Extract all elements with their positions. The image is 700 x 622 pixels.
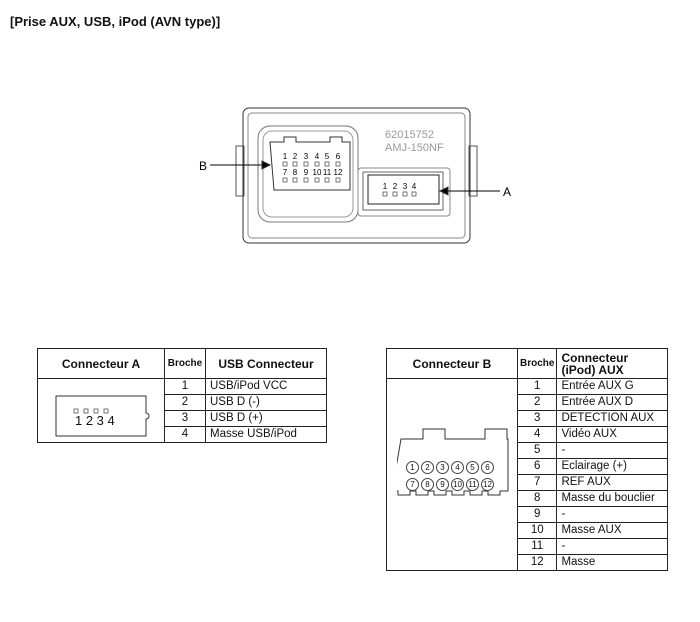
pin-a: 3 <box>403 182 408 191</box>
pin-number: 12 <box>516 554 558 571</box>
model-number: AMJ-150NF <box>385 142 444 154</box>
pin-circle: 12 <box>481 477 494 491</box>
connector-a-drawing: 1 2 3 4 <box>37 378 165 443</box>
part-number: 62015752 <box>385 129 434 141</box>
pin-description: Entrée AUX G <box>556 378 668 395</box>
header-connecteur-ipod-aux: Connecteur (iPod) AUX <box>556 348 668 379</box>
pin-number: 9 <box>516 506 558 523</box>
pin-b: 3 <box>304 152 309 161</box>
header-broche: Broche <box>516 348 558 379</box>
header-usb-connecteur: USB Connecteur <box>205 348 327 379</box>
pin-circle: 1 <box>406 460 419 474</box>
pin-description: Masse <box>556 554 668 571</box>
pin-number: 2 <box>164 394 206 411</box>
header-connecteur-a: Connecteur A <box>37 348 165 379</box>
pin-b: 4 <box>315 152 320 161</box>
pin-number: 8 <box>516 490 558 507</box>
connector-b-table: Connecteur B Broche Connecteur (iPod) AU… <box>386 348 668 571</box>
pin-description: - <box>556 538 668 555</box>
pin-b: 9 <box>304 168 309 177</box>
pin-a: 1 <box>383 182 388 191</box>
pin-a: 2 <box>393 182 398 191</box>
pin-description: - <box>556 442 668 459</box>
pin-b: 2 <box>293 152 298 161</box>
table-row: 11- <box>387 538 668 555</box>
pin-number: 10 <box>516 522 558 539</box>
pin-description: Masse du bouclier <box>556 490 668 507</box>
pin-description: REF AUX <box>556 474 668 491</box>
pin-b: 1 <box>283 152 288 161</box>
pin-number: 7 <box>516 474 558 491</box>
pin-b: 6 <box>336 152 341 161</box>
pin-circle: 8 <box>421 477 434 491</box>
pin-circle: 7 <box>406 477 419 491</box>
pin-description: DETECTION AUX <box>556 410 668 427</box>
pin-description: Vidéo AUX <box>556 426 668 443</box>
pin-description: Entrée AUX D <box>556 394 668 411</box>
pin-circle: 2 <box>421 460 434 474</box>
pin-circle: 4 <box>451 460 464 474</box>
pin-number: 2 <box>516 394 558 411</box>
pin-b: 12 <box>334 168 343 177</box>
header-connecteur-b: Connecteur B <box>386 348 518 379</box>
page-title: [Prise AUX, USB, iPod (AVN type)] <box>10 14 221 29</box>
pin-description: Eclairage (+) <box>556 458 668 475</box>
pin-circle: 5 <box>466 460 479 474</box>
pin-circle: 3 <box>436 460 449 474</box>
pin-b: 5 <box>325 152 330 161</box>
pin-b: 8 <box>293 168 298 177</box>
pin-number: 3 <box>164 410 206 427</box>
connector-diagram: 62015752 AMJ-150NF B A 1 2 3 4 5 6 7 8 9… <box>199 107 511 244</box>
pin-number: 1 <box>164 378 206 395</box>
pin-circle: 11 <box>466 477 479 491</box>
pin-number: 1 <box>516 378 558 395</box>
pin-b: 10 <box>313 168 322 177</box>
connector-a-table: Connecteur A Broche USB Connecteur 1 2 3… <box>37 348 327 443</box>
pin-description: Masse AUX <box>556 522 668 539</box>
pin-number: 6 <box>516 458 558 475</box>
pin-description: USB D (+) <box>205 410 327 427</box>
pin-description: USB D (-) <box>205 394 327 411</box>
label-a: A <box>503 185 511 199</box>
pin-number: 4 <box>164 426 206 443</box>
pin-b: 11 <box>323 168 332 177</box>
pin-circle: 9 <box>436 477 449 491</box>
pin-number: 11 <box>516 538 558 555</box>
pin-number: 4 <box>516 426 558 443</box>
pin-description: USB/iPod VCC <box>205 378 327 395</box>
connector-a-pins: 1 2 3 4 <box>75 412 115 428</box>
pin-number: 3 <box>516 410 558 427</box>
table-row: 1 2 3 4 1 USB/iPod VCC <box>37 378 327 443</box>
pin-b: 7 <box>283 168 288 177</box>
pin-circle: 10 <box>451 477 464 491</box>
pin-number: 5 <box>516 442 558 459</box>
header-broche: Broche <box>164 348 206 379</box>
pin-circle: 6 <box>481 460 494 474</box>
pin-a: 4 <box>412 182 417 191</box>
pin-description: - <box>556 506 668 523</box>
label-b: B <box>199 159 207 173</box>
pin-description: Masse USB/iPod <box>205 426 327 443</box>
